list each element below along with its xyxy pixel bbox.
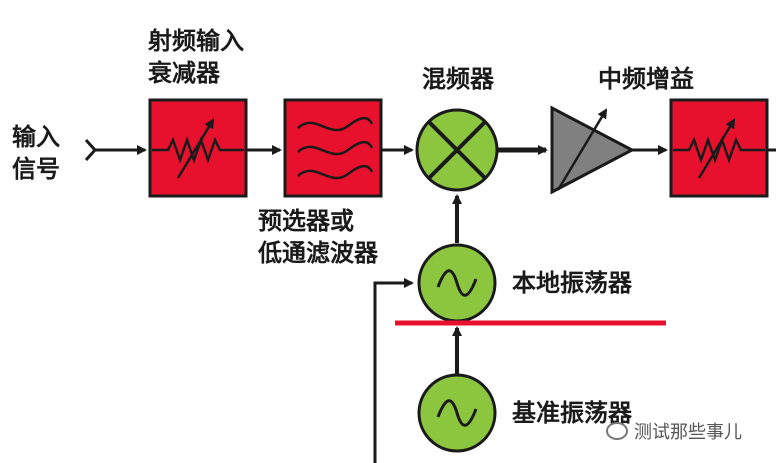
resistor-icon: [152, 136, 244, 164]
preselector-filter-block: [283, 98, 383, 198]
reference-oscillator-symbol: [417, 373, 497, 453]
sine-wave-icon: [436, 269, 478, 297]
variable-gain-arrow-icon: [556, 108, 608, 191]
if-attenuator-block: [669, 98, 769, 198]
variable-arrow-icon: [176, 118, 215, 179]
watermark-text: 测试那些事儿: [634, 422, 742, 443]
rf-attenuator-block: [148, 98, 248, 198]
variable-arrow-icon-2: [697, 118, 736, 179]
preselector-label-line2: 低通滤波器: [258, 239, 378, 267]
input-connector-icon: [84, 138, 98, 162]
preselector-label-line1: 预选器或: [258, 207, 354, 235]
tuning-control-line: [373, 278, 414, 463]
if-gain-amplifier: [550, 105, 636, 195]
rf-attenuator-label-line1: 射频输入: [148, 27, 244, 55]
wechat-icon: [606, 422, 628, 440]
input-signal-label-line2: 信号: [12, 155, 60, 183]
input-signal-label-line1: 输入: [12, 123, 60, 151]
local-oscillator-label: 本地振荡器: [512, 269, 632, 297]
local-oscillator-symbol: [417, 243, 497, 323]
sine-wave-icon-2: [436, 399, 478, 427]
mixer-label: 混频器: [422, 65, 494, 93]
mixer-symbol: [415, 108, 499, 192]
resistor-icon-2: [673, 136, 765, 164]
rf-attenuator-label-line2: 衰减器: [148, 59, 220, 87]
if-gain-label: 中频增益: [598, 65, 694, 93]
watermark: 测试那些事儿: [606, 418, 742, 444]
filter-wave-icon: [297, 116, 374, 180]
